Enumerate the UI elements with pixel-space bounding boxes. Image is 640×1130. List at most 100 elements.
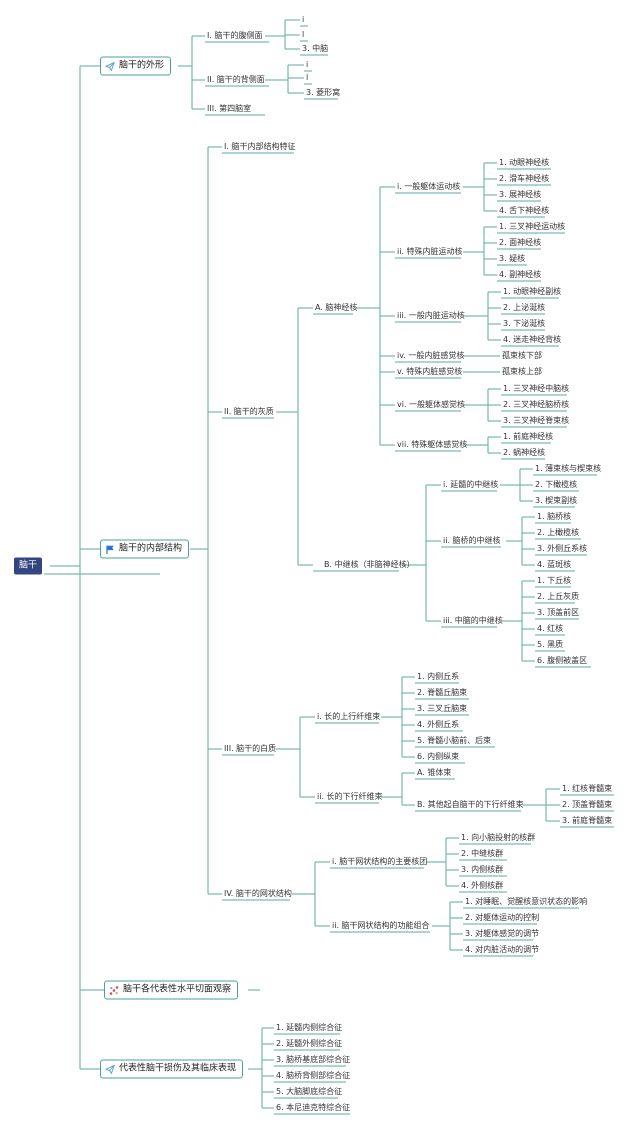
reticular-nuclei: i. 脑干网状结构的主要核团 bbox=[332, 857, 428, 866]
relay-midbrain-item: 3. 顶盖前区 bbox=[537, 608, 580, 617]
other-descending-item: 1. 红核脊髓束 bbox=[562, 784, 613, 793]
internal-features: I. 脑干内部结构特征 bbox=[224, 142, 296, 151]
clinical-item: 4. 脑桥背侧部综合征 bbox=[276, 1071, 351, 1080]
cranial-g4: iv. 一般内脏感觉核 bbox=[397, 351, 465, 360]
ascending-item: 1. 内侧丘系 bbox=[417, 672, 460, 681]
reticular-functions-item: 3. 对躯体感觉的调节 bbox=[465, 929, 540, 938]
ventral-item: l bbox=[302, 30, 305, 39]
relay-midbrain-item: 4. 红核 bbox=[537, 624, 564, 633]
ventral-item: 3. 中脑 bbox=[302, 44, 329, 53]
scatter-dots-icon bbox=[109, 985, 119, 995]
relay-medulla-item: 2. 下橄榄核 bbox=[535, 480, 578, 489]
branch-clinical-lesions-label: 代表性脑干损伤及其临床表现 bbox=[119, 1063, 237, 1074]
cranial-g6: vi. 一般躯体感觉核 bbox=[397, 400, 466, 409]
dorsal-item: i bbox=[306, 60, 309, 69]
cranial-g6-item: 3. 三叉神经脊束核 bbox=[503, 416, 570, 425]
relay-nuclei: B. 中继核（非脑神经核） bbox=[324, 560, 415, 569]
cranial-g3-item: 2. 上泌涎核 bbox=[503, 303, 546, 312]
branch-section-observation[interactable]: 脑干各代表性水平切面观察 bbox=[104, 980, 239, 1000]
root-node-brainstem[interactable]: 脑干 bbox=[14, 557, 43, 575]
cranial-g3-item: 1. 动眼神经副核 bbox=[503, 287, 562, 296]
clinical-item: 2. 延髓外侧综合征 bbox=[276, 1039, 343, 1048]
cranial-g2: ii. 特殊内脏运动核 bbox=[397, 247, 463, 256]
branch-section-observation-label: 脑干各代表性水平切面观察 bbox=[123, 984, 232, 995]
dorsal-surface: II. 脑干的背侧面 bbox=[207, 75, 265, 84]
cranial-g6-item: 2. 三叉神经脑桥核 bbox=[503, 400, 570, 409]
relay-pons-item: 4. 蓝斑核 bbox=[537, 560, 572, 569]
cranial-g1-item: 3. 展神经核 bbox=[499, 190, 542, 199]
relay-midbrain-item: 5. 黑质 bbox=[537, 640, 564, 649]
cranial-g6-item: 1. 三叉神经中脑核 bbox=[503, 384, 570, 393]
reticular-functions-item: 2. 对躯体运动的控制 bbox=[465, 913, 540, 922]
branch-internal-structure[interactable]: 脑干的内部结构 bbox=[100, 539, 190, 559]
reticular-functions-item: 1. 对睡眠、觉醒核意识状态的影响 bbox=[465, 897, 588, 906]
cranial-g7-item: 2. 蜗神经核 bbox=[503, 448, 546, 457]
reticular-nuclei-item: 3. 内侧核群 bbox=[461, 865, 504, 874]
white-matter: III. 脑干的白质 bbox=[224, 744, 277, 753]
branch-internal-structure-label: 脑干的内部结构 bbox=[119, 543, 183, 554]
relay-medulla-item: 3. 楔束副核 bbox=[535, 496, 578, 505]
ascending-item: 6. 内侧纵束 bbox=[417, 752, 460, 761]
relay-pons-item: 3. 外侧丘系核 bbox=[537, 544, 588, 553]
dorsal-item: l bbox=[306, 73, 309, 82]
pyramidal-tract: A. 锥体束 bbox=[417, 768, 452, 777]
cranial-g2-item: 2. 面神经核 bbox=[499, 238, 542, 247]
cranial-g2-item: 3. 疑核 bbox=[499, 254, 526, 263]
relay-pons-item: 1. 脑桥核 bbox=[537, 512, 572, 521]
relay-pons: ii. 脑桥的中继核 bbox=[443, 536, 501, 545]
cranial-g3: iii. 一般内脏运动核 bbox=[397, 311, 465, 320]
other-descending: B. 其他起自脑干的下行纤维束 bbox=[417, 800, 524, 809]
branch-external-form[interactable]: 脑干的外形 bbox=[100, 56, 172, 76]
reticular-functions: ii. 脑干网状结构的功能组合 bbox=[332, 921, 430, 930]
relay-medulla: i. 延髓的中继核 bbox=[443, 480, 499, 489]
relay-midbrain-item: 2. 上丘灰质 bbox=[537, 592, 580, 601]
clinical-item: 5. 大脑脚底综合征 bbox=[276, 1087, 343, 1096]
flag-icon bbox=[105, 544, 115, 554]
ascending-tracts: i. 长的上行纤维束 bbox=[317, 712, 381, 721]
cranial-g4-item: 孤束核下部 bbox=[502, 351, 542, 360]
branch-external-form-label: 脑干的外形 bbox=[119, 60, 165, 71]
gray-matter: II. 脑干的灰质 bbox=[224, 407, 274, 416]
clinical-item: 6. 本尼迪克特综合征 bbox=[276, 1103, 351, 1112]
cranial-g5-item: 孤束核上部 bbox=[502, 367, 542, 376]
ascending-item: 5. 脊髓小脑前、后束 bbox=[417, 736, 492, 745]
other-descending-item: 3. 前庭脊髓束 bbox=[562, 816, 613, 825]
cranial-g2-item: 1. 三叉神经运动核 bbox=[499, 222, 566, 231]
paper-plane-icon bbox=[105, 1064, 115, 1074]
reticular-formation: IV. 脑干的网状结构 bbox=[224, 889, 292, 898]
dorsal-item: 3. 菱形窝 bbox=[306, 88, 341, 97]
reticular-nuclei-item: 4. 外侧核群 bbox=[461, 881, 504, 890]
relay-pons-item: 2. 上橄榄核 bbox=[537, 528, 580, 537]
cranial-g1-item: 1. 动眼神经核 bbox=[499, 158, 550, 167]
branch-clinical-lesions[interactable]: 代表性脑干损伤及其临床表现 bbox=[100, 1059, 244, 1079]
reticular-nuclei-item: 2. 中缝核群 bbox=[461, 849, 504, 858]
other-descending-item: 2. 顶盖脊髓束 bbox=[562, 800, 613, 809]
relay-midbrain-item: 1. 下丘核 bbox=[537, 576, 572, 585]
relay-medulla-item: 1. 薄束核与楔束核 bbox=[535, 464, 602, 473]
fourth-ventricle: III. 第四脑室 bbox=[207, 104, 252, 113]
ascending-item: 4. 外侧丘系 bbox=[417, 720, 460, 729]
cranial-g7-item: 1. 前庭神经核 bbox=[503, 432, 554, 441]
cranial-g2-item: 4. 副神经核 bbox=[499, 270, 542, 279]
relay-midbrain: iii. 中脑的中继核 bbox=[443, 616, 503, 625]
ventral-surface: I. 脑干的腹侧面 bbox=[207, 31, 263, 40]
cranial-g1-item: 4. 舌下神经核 bbox=[499, 206, 550, 215]
cranial-g3-item: 4. 迷走神经背核 bbox=[503, 335, 562, 344]
cranial-g1: i. 一般躯体运动核 bbox=[397, 182, 461, 191]
relay-midbrain-item: 6. 腹侧被盖区 bbox=[537, 656, 588, 665]
reticular-functions-item: 4. 对内脏活动的调节 bbox=[465, 945, 540, 954]
cranial-nerve-nuclei: A. 脑神经核 bbox=[315, 303, 358, 312]
clinical-item: 3. 脑桥基底部综合征 bbox=[276, 1055, 351, 1064]
ascending-item: 3. 三叉丘脑束 bbox=[417, 704, 468, 713]
clinical-item: 1. 延髓内侧综合征 bbox=[276, 1023, 343, 1032]
ventral-item: i bbox=[302, 15, 305, 24]
cranial-g7: vii. 特殊躯体感觉核 bbox=[397, 440, 468, 449]
ascending-item: 2. 脊髓丘脑束 bbox=[417, 688, 468, 697]
cranial-g5: v. 特殊内脏感觉核 bbox=[397, 367, 463, 376]
descending-tracts: ii. 长的下行纤维束 bbox=[317, 792, 383, 801]
cranial-g3-item: 3. 下泌涎核 bbox=[503, 319, 546, 328]
paper-plane-icon bbox=[105, 61, 115, 71]
reticular-nuclei-item: 1. 向小脑投射的核群 bbox=[461, 833, 536, 842]
